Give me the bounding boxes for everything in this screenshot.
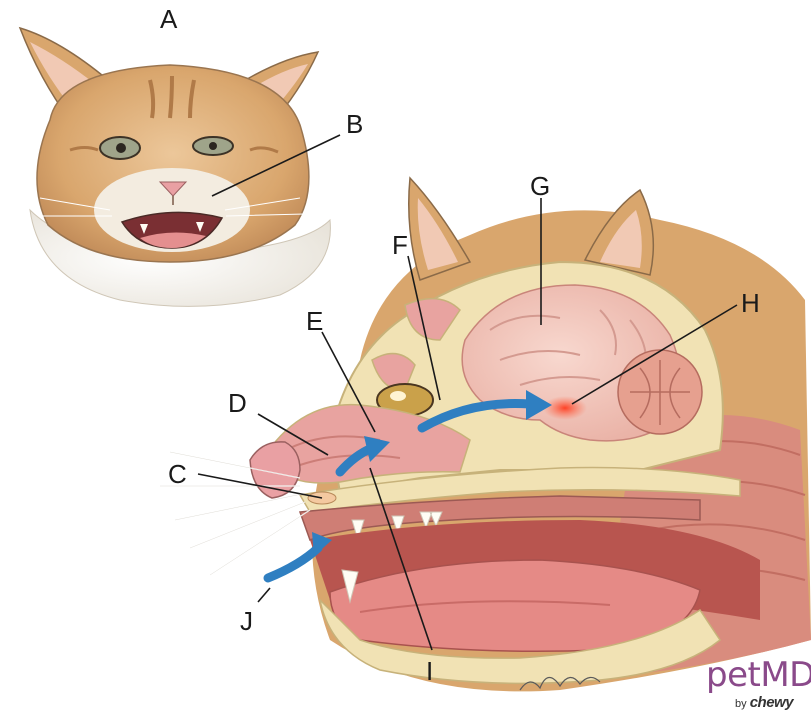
cat-face-illustration [20,28,330,306]
airflow-arrow-inhale [268,548,318,578]
label-e: E [306,306,323,336]
label-j: J [240,606,253,636]
brand-parent: chewy [750,694,793,711]
label-c: C [168,459,187,489]
brand-logo: petMD [706,655,811,695]
label-g: G [530,171,550,201]
brand-byline: by chewy [735,694,793,711]
label-h: H [741,288,760,318]
label-a: A [160,4,178,34]
label-i: I [426,656,433,686]
label-f: F [392,230,408,260]
brand-by-text: by [735,698,747,710]
label-b: B [346,109,363,139]
label-d: D [228,388,247,418]
